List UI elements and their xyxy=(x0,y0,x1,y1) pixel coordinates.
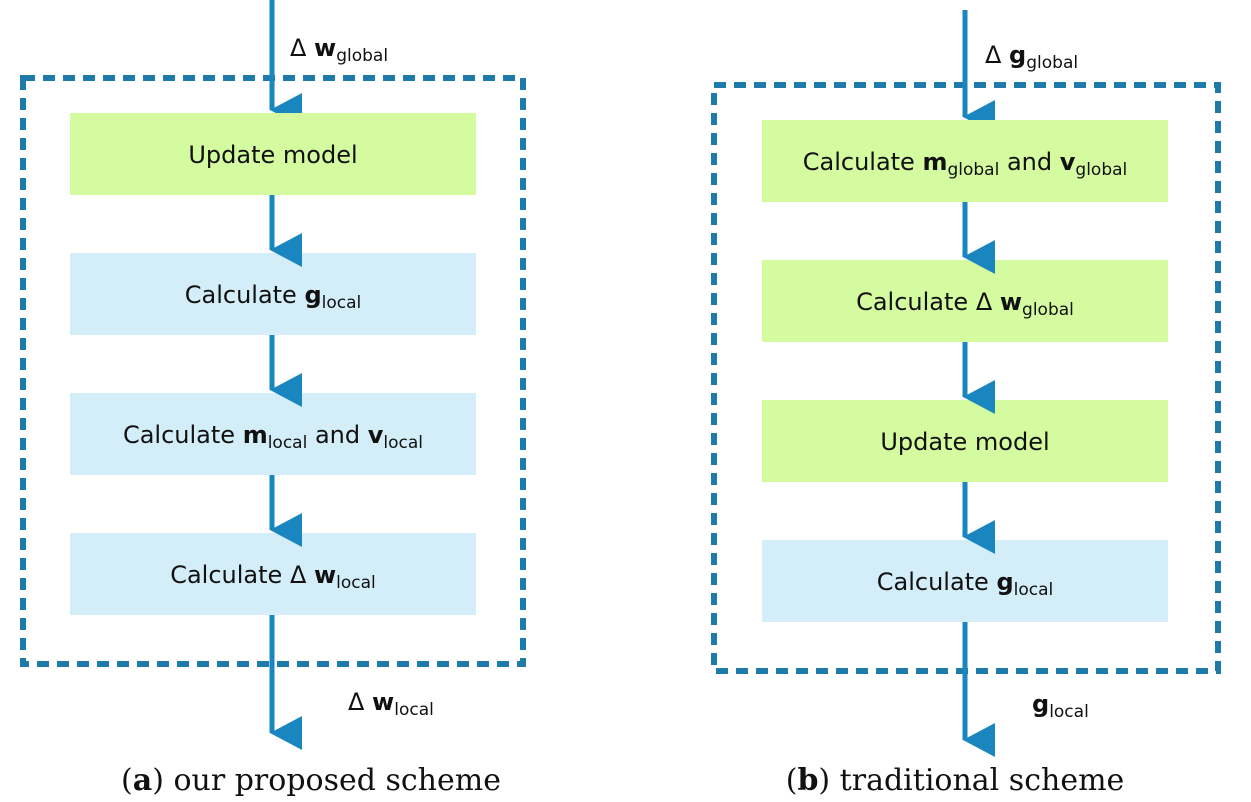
panel-b-step-3-label: Update model xyxy=(880,428,1049,456)
panel-b-step-1-box xyxy=(762,120,1168,202)
panel-a-step-2-label: Calculate glocal xyxy=(185,281,362,313)
panel-a-output-label: Δ wlocal xyxy=(348,688,434,720)
panel-b: Δ gglobal Calculate mglobal and vglobal … xyxy=(711,10,1221,798)
panel-a-step-1-label: Update model xyxy=(188,141,357,169)
panel-b-step-1-label: Calculate mglobal and vglobal xyxy=(803,148,1128,180)
panel-a-step-4-label: Calculate Δ wlocal xyxy=(170,561,376,593)
panel-a-caption: (a) our proposed scheme xyxy=(121,763,501,798)
panel-b-step-2-label: Calculate Δ wglobal xyxy=(856,288,1074,320)
panel-b-output-label: glocal xyxy=(1032,690,1089,722)
panel-a-input-label: Δ wglobal xyxy=(290,34,388,66)
panel-b-step-4-label: Calculate glocal xyxy=(877,568,1054,600)
panel-a-step-3-label: Calculate mlocal and vlocal xyxy=(123,421,423,453)
panel-b-caption: (b) traditional scheme xyxy=(786,763,1125,798)
panel-b-input-label: Δ gglobal xyxy=(985,41,1078,73)
panel-a-step-1-box xyxy=(70,113,476,195)
panel-a: Δ wglobal Update model Calculate glocal … xyxy=(20,0,526,798)
